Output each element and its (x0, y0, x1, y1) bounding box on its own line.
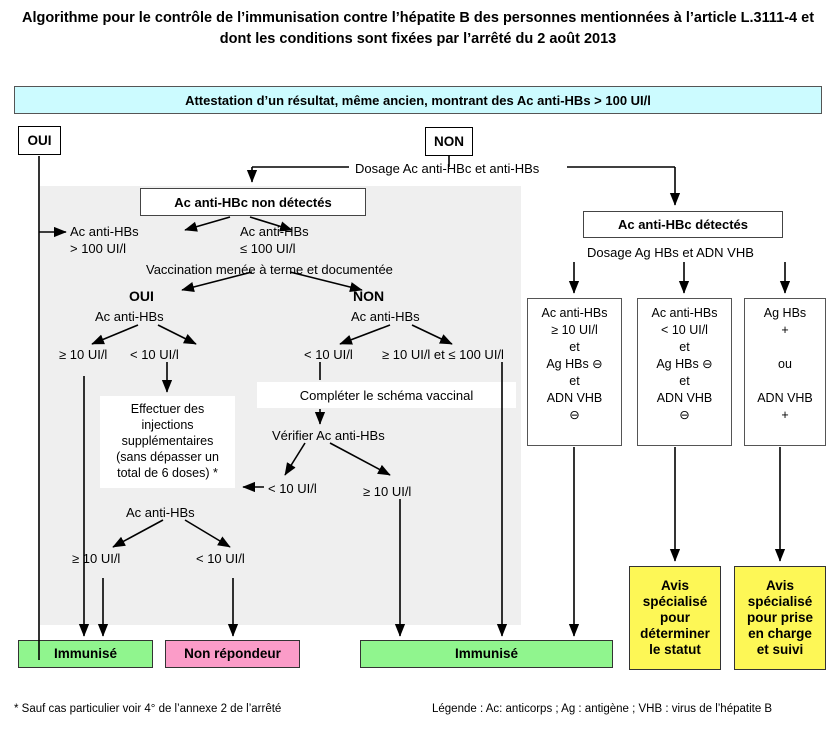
node-verify-anti-hbs: Vérifier Ac anti-HBs (272, 428, 385, 443)
node-right-lt10: < 10 UI/l (304, 347, 353, 362)
outcome-immunised-left-text: Immunisé (53, 646, 118, 661)
label-oui-text: OUI (27, 133, 52, 148)
outcome-immunised-center: Immunisé (360, 640, 613, 668)
cond2-line2: < 10 UI/l (661, 323, 708, 337)
cond2-line5: et (679, 374, 690, 388)
label-non-text: NON (434, 134, 464, 149)
node-vaccination-complete: Vaccination menée à terme et documentée (146, 262, 393, 277)
outcome-non-responder: Non répondeur (165, 640, 300, 668)
node-anti-hbs-gt100-line1: Ac anti-HBs (70, 224, 139, 239)
cond3-line1: Ag HBs (763, 306, 807, 320)
condition-box-2: Ac anti-HBs < 10 UI/l et Ag HBs ⊖ et ADN… (637, 298, 732, 446)
cond2-line6: ADN VHB (656, 391, 713, 405)
node-left-lt10: < 10 UI/l (130, 347, 179, 362)
node-dosage-hbc-hbs: Dosage Ac anti-HBc et anti-HBs (355, 161, 540, 176)
node-hbc-detected-text: Ac anti-HBc détectés (617, 217, 749, 232)
node-right-ge10-le100: ≥ 10 UI/l et ≤ 100 UI/l (382, 347, 504, 362)
node-anti-hbs-le100-line2: ≤ 100 UI/l (240, 241, 296, 256)
node-recheck-ge10: ≥ 10 UI/l (72, 551, 121, 566)
cond2-line4: Ag HBs ⊖ (656, 357, 713, 371)
outcome-specialist-care: Avis spécialisé pour prise en charge et … (734, 566, 826, 670)
banner-attestation: Attestation d’un résultat, même ancien, … (14, 86, 822, 114)
node-hbc-not-detected: Ac anti-HBc non détectés (140, 188, 366, 216)
cond2-line3: et (679, 340, 690, 354)
outcome-immunised-left: Immunisé (18, 640, 153, 668)
node-anti-hbs-gt100-line2: > 100 UI/l (70, 241, 127, 256)
outcome-non-responder-text: Non répondeur (184, 646, 281, 661)
condition-box-3: Ag HBs + ou ADN VHB + (744, 298, 826, 446)
node-hbc-not-detected-text: Ac anti-HBc non détectés (174, 194, 332, 210)
cond3-line2: + (781, 323, 789, 337)
cond2-line7: ⊖ (679, 408, 690, 422)
node-extra-injections-text: Effectuer des injections supplémentaires… (116, 402, 219, 480)
cond3-line7: + (781, 408, 789, 422)
node-dosage-ag-adn: Dosage Ag HBs et ADN VHB (587, 245, 754, 260)
page-title: Algorithme pour le contrôle de l’immunis… (21, 10, 815, 47)
node-recheck-lt10: < 10 UI/l (196, 551, 245, 566)
node-complete-schema: Compléter le schéma vaccinal (257, 382, 516, 408)
cond1-line4: Ag HBs ⊖ (546, 357, 603, 371)
outcome-specialist-status: Avis spécialisé pour déterminer le statu… (629, 566, 721, 670)
node-extra-injections: Effectuer des injections supplémentaires… (100, 396, 235, 488)
cond1-line5: et (569, 374, 580, 388)
condition-box-1: Ac anti-HBs ≥ 10 UI/l et Ag HBs ⊖ et ADN… (527, 298, 622, 446)
cond3-line4: ou (778, 357, 792, 371)
label-non: NON (425, 127, 473, 156)
cond1-line7: ⊖ (569, 408, 580, 422)
node-left-ge10: ≥ 10 UI/l (59, 347, 108, 362)
node-verify-ge10: ≥ 10 UI/l (363, 484, 412, 499)
cond3-line6: ADN VHB (757, 391, 813, 405)
footer-legend: Légende : Ac: anticorps ; Ag : antigène … (432, 703, 773, 715)
cond2-line1: Ac anti-HBs (651, 306, 718, 320)
node-verify-lt10: < 10 UI/l (268, 481, 317, 496)
node-hbc-detected: Ac anti-HBc détectés (583, 211, 783, 238)
outcome-specialist-status-text: Avis spécialisé pour déterminer le statu… (640, 578, 710, 657)
cond1-line2: ≥ 10 UI/l (551, 323, 598, 337)
node-ac-anti-hbs-left: Ac anti-HBs (95, 309, 164, 324)
footer-note: * Sauf cas particulier voir 4° de l’anne… (14, 703, 282, 715)
outcome-immunised-center-text: Immunisé (454, 646, 519, 661)
node-ac-anti-hbs-recheck: Ac anti-HBs (126, 505, 195, 520)
cond1-line3: et (569, 340, 580, 354)
cond1-line1: Ac anti-HBs (541, 306, 608, 320)
node-vacc-no: NON (353, 288, 385, 304)
node-anti-hbs-le100-line1: Ac anti-HBs (240, 224, 309, 239)
outcome-specialist-care-text: Avis spécialisé pour prise en charge et … (746, 578, 813, 657)
banner-text: Attestation d’un résultat, même ancien, … (185, 92, 651, 108)
node-vacc-yes: OUI (129, 288, 154, 304)
label-oui: OUI (18, 126, 61, 155)
node-complete-schema-text: Compléter le schéma vaccinal (299, 387, 474, 403)
cond1-line6: ADN VHB (546, 391, 603, 405)
node-ac-anti-hbs-right: Ac anti-HBs (351, 309, 420, 324)
